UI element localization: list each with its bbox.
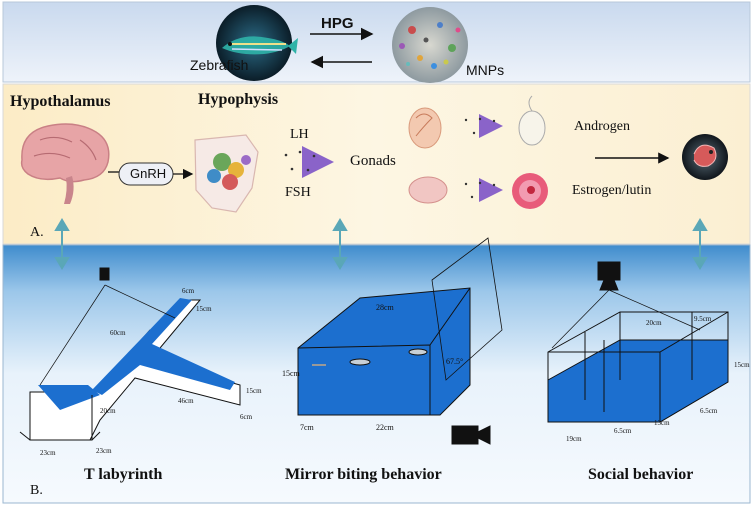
androgen-label: Androgen — [574, 119, 630, 134]
panel-b-letter: B. — [30, 483, 43, 498]
t-dim-label: 15cm — [246, 387, 262, 395]
zebrafish-label: Zebrafish — [190, 57, 249, 73]
t-labyrinth-title: T labyrinth — [84, 466, 163, 483]
ovary-icon — [408, 176, 448, 204]
sperm-icon — [518, 95, 546, 146]
hypophysis-icon — [194, 134, 259, 213]
t-dim-label: 23cm — [40, 449, 56, 457]
panel-link-arrows — [54, 218, 708, 270]
t-dim-label: 6cm — [240, 413, 253, 421]
hypothalamus-label: Hypothalamus — [10, 93, 111, 110]
mirror-dim-label: 22cm — [376, 423, 394, 432]
social-dim-label: 6.5cm — [614, 427, 632, 435]
mnps-label: MNPs — [466, 62, 505, 78]
mirror-tank-diagram — [297, 237, 503, 445]
egg-icon — [512, 173, 548, 209]
t-dim-label: 6cm — [182, 287, 195, 295]
mirror-dim-label: 7cm — [300, 423, 314, 432]
social-dim-label: 13cm — [654, 419, 670, 427]
mirror-dim-label: 67.5° — [446, 357, 464, 366]
social-dim-label: 20cm — [646, 319, 662, 327]
t-labyrinth-diagram — [19, 267, 241, 441]
mirror-dim-label: 15cm — [282, 369, 300, 378]
hypophysis-label: Hypophysis — [198, 91, 279, 108]
hormone-dots — [284, 150, 316, 172]
lh-label: LH — [290, 127, 309, 142]
t-dim-label: 60cm — [110, 329, 126, 337]
mirror-title: Mirror biting behavior — [285, 466, 442, 483]
social-dim-label: 6.5cm — [700, 407, 718, 415]
social-tank-diagram — [547, 261, 729, 423]
gonad-dots — [464, 117, 496, 199]
panel-a-letter: A. — [30, 225, 44, 240]
t-dim-label: 20cm — [100, 407, 116, 415]
gonads-label: Gonads — [350, 153, 396, 169]
t-dim-label: 46cm — [178, 397, 194, 405]
testis-icon — [408, 107, 442, 149]
top-band — [2, 1, 751, 83]
social-dim-label: 9.5cm — [694, 315, 712, 323]
t-dim-label: 15cm — [196, 305, 212, 313]
mirror-dim-label: 28cm — [376, 303, 394, 312]
embryo-icon — [682, 134, 728, 180]
gnrh-label: GnRH — [130, 166, 167, 181]
fsh-label: FSH — [285, 185, 311, 200]
hpg-label: HPG — [321, 15, 354, 32]
t-dim-label: 23cm — [96, 447, 112, 455]
brain-icon — [20, 123, 110, 204]
social-title: Social behavior — [588, 466, 694, 483]
social-dim-label: 15cm — [734, 361, 750, 369]
mnps-image — [392, 7, 468, 83]
estrogen-label: Estrogen/lutin — [572, 183, 652, 198]
social-dim-label: 19cm — [566, 435, 582, 443]
zebrafish-image — [216, 5, 298, 81]
